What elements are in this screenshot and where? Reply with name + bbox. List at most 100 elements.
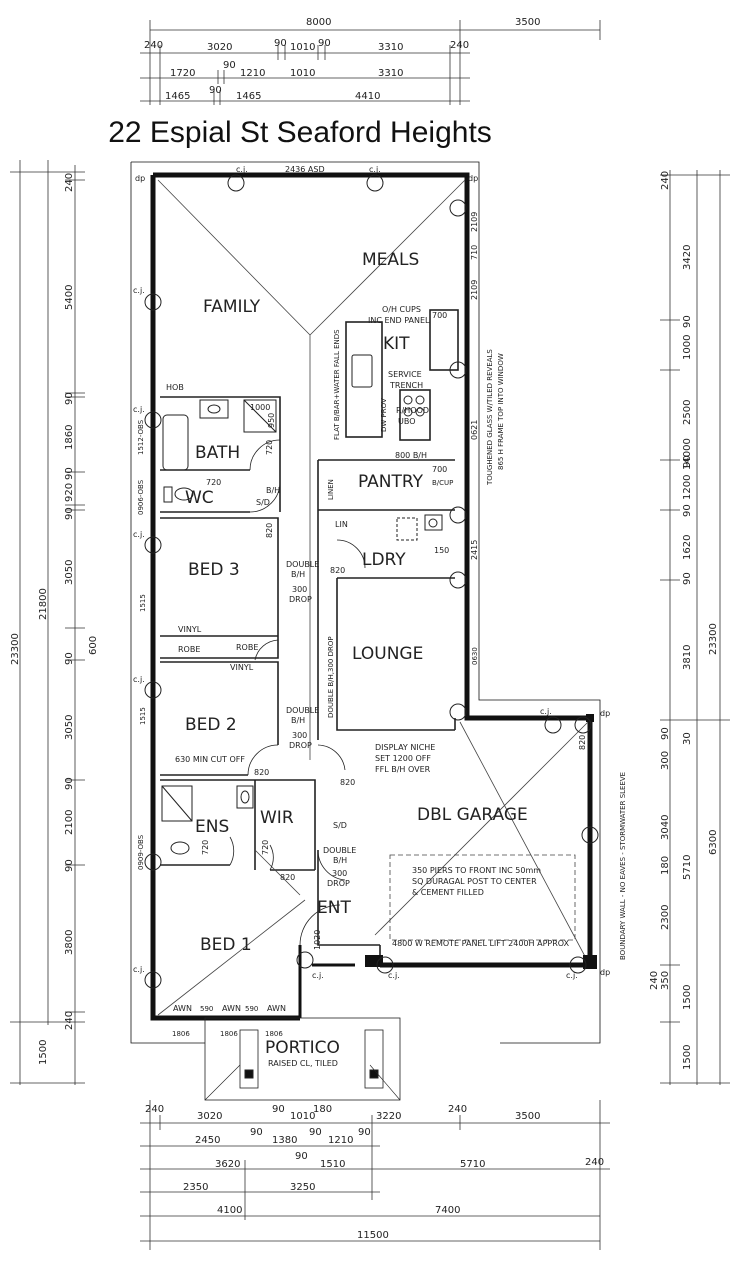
right-dim-90c: 90: [682, 504, 693, 517]
top-dim-1010b: 1010: [290, 68, 315, 79]
door-dim-7: 720: [201, 840, 210, 855]
left-dim-90e: 90: [64, 777, 75, 790]
note-oh-cups: O/H CUPS: [382, 305, 421, 314]
left-dim-600: 600: [88, 636, 99, 655]
top-dim-labels: 8000 3500 240 3020 90 1010 90 3310 240 1…: [144, 17, 540, 102]
right-dim-1620: 1620: [682, 535, 693, 560]
note-niche-1: DISPLAY NICHE: [375, 743, 435, 752]
note-piers-3: & CEMENT FILLED: [412, 888, 484, 897]
note-piers-1: 350 PIERS TO FRONT INC 50mm: [412, 866, 541, 875]
room-ldry: LDRY: [362, 550, 406, 570]
bottom-dim-240a: 240: [145, 1104, 164, 1115]
right-dim-2300: 2300: [660, 905, 671, 930]
window-1806-c: 1806: [265, 1030, 283, 1038]
note-sd-2: S/D: [333, 821, 347, 830]
note-bh-1: B/H: [266, 486, 280, 495]
left-dim-23300: 23300: [10, 633, 21, 665]
left-dim-920: 920: [64, 483, 75, 502]
right-dim-14000: 14000: [682, 438, 693, 470]
bottom-dimensions: [140, 1100, 610, 1250]
right-dim-240b: 240: [649, 971, 660, 990]
note-double-drop: DOUBLE B/H,300 DROP: [327, 636, 335, 718]
bottom-dim-1210: 1210: [328, 1135, 353, 1146]
bottom-dim-90b: 90: [250, 1127, 263, 1138]
note-cj-2: c.j.: [369, 165, 381, 174]
room-lounge: LOUNGE: [352, 644, 423, 664]
note-double-2: DOUBLE: [286, 706, 319, 715]
internal-walls: [160, 309, 459, 965]
door-dim-21: 950: [267, 413, 276, 428]
right-dim-3810: 3810: [682, 645, 693, 670]
door-dim-17: 2109: [470, 212, 479, 232]
note-cj-9: c.j.: [312, 971, 324, 980]
window-1515-a: 1515: [139, 594, 147, 612]
bottom-dim-180: 180: [313, 1104, 332, 1115]
door-dim-2: 820: [265, 523, 274, 538]
note-double-bh-2: B/H: [291, 716, 305, 725]
room-labels: FAMILY MEALS KIT BATH WC PANTRY BED 3 LD…: [185, 250, 528, 1058]
bottom-dim-90e: 90: [295, 1151, 308, 1162]
top-dim-1010: 1010: [290, 42, 315, 53]
note-toughened-2: 865 H FRAME TOP INTO WINDOW: [497, 353, 505, 470]
door-swings: [229, 439, 366, 946]
right-dim-1500b: 1500: [682, 1045, 693, 1070]
top-dim-90a: 90: [274, 38, 287, 49]
note-dp-2: dp: [468, 174, 478, 183]
bottom-dim-90c: 90: [309, 1127, 322, 1138]
window-590-b: 590: [245, 1005, 258, 1013]
note-cj-3: c.j.: [133, 286, 145, 295]
window-1806-b: 1806: [220, 1030, 238, 1038]
note-300-2: 300: [292, 731, 307, 740]
room-pantry: PANTRY: [358, 472, 424, 492]
left-dim-90a: 90: [64, 392, 75, 405]
bottom-dim-4100: 4100: [217, 1205, 242, 1216]
note-cj-8: c.j.: [133, 965, 145, 974]
door-dim-8: 720: [261, 840, 270, 855]
top-dim-1210: 1210: [240, 68, 265, 79]
left-dim-240b: 240: [64, 1011, 75, 1030]
door-dim-12: 700: [432, 311, 447, 320]
door-dim-5: 820: [340, 778, 355, 787]
note-cj-4: c.j.: [133, 405, 145, 414]
note-robe-2: ROBE: [236, 643, 258, 652]
right-dim-180: 180: [660, 856, 671, 875]
note-boundary: BOUNDARY WALL - NO EAVES - STORMWATER SL…: [619, 772, 627, 960]
room-bed2: BED 2: [185, 715, 237, 735]
door-dim-13: 700: [432, 465, 447, 474]
room-wir: WIR: [260, 808, 294, 828]
bottom-dim-3020: 3020: [197, 1111, 222, 1122]
right-dim-1500a: 1500: [682, 985, 693, 1010]
roof-diagonals: [157, 179, 589, 1016]
right-dim-90b: 90: [682, 455, 693, 468]
bottom-dim-3500: 3500: [515, 1111, 540, 1122]
fixtures: [161, 354, 443, 855]
right-dim-1000: 1000: [682, 335, 693, 360]
right-dim-90a: 90: [682, 315, 693, 328]
note-cj-1: c.j.: [236, 165, 248, 174]
room-portico: PORTICO: [265, 1038, 340, 1058]
note-hob: HOB: [166, 383, 184, 392]
right-dim-90d: 90: [682, 572, 693, 585]
top-dim-3500: 3500: [515, 17, 540, 28]
note-cj-5: c.j.: [133, 530, 145, 539]
note-vinyl-1: VINYL: [178, 625, 202, 634]
garage-piers-outline: [389, 854, 576, 941]
top-dim-4410: 4410: [355, 91, 380, 102]
room-garage: DBL GARAGE: [417, 805, 528, 825]
door-dimensions: 720 820 720 820 820 820 720 720 820 820 …: [201, 212, 587, 950]
room-ent: ENT: [317, 898, 351, 918]
note-lin: LIN: [335, 520, 348, 529]
bottom-dim-90d: 90: [358, 1127, 371, 1138]
top-dim-1720: 1720: [170, 68, 195, 79]
left-dimensions: [10, 160, 85, 1085]
room-ens: ENS: [195, 817, 229, 837]
bottom-dim-3620: 3620: [215, 1159, 240, 1170]
door-dim-9: 820: [578, 735, 587, 750]
note-flat-bar: FLAT B/BAR+WATER FALL ENDS: [333, 329, 341, 440]
door-dim-14: 150: [434, 546, 449, 555]
window-0906-obs: 0906-OBS: [137, 479, 145, 515]
top-dim-3020: 3020: [207, 42, 232, 53]
bottom-dim-labels: 240 3020 90 1010 180 3220 240 3500 2450 …: [145, 1104, 604, 1241]
note-vinyl-2: VINYL: [230, 663, 254, 672]
room-family: FAMILY: [203, 297, 261, 317]
